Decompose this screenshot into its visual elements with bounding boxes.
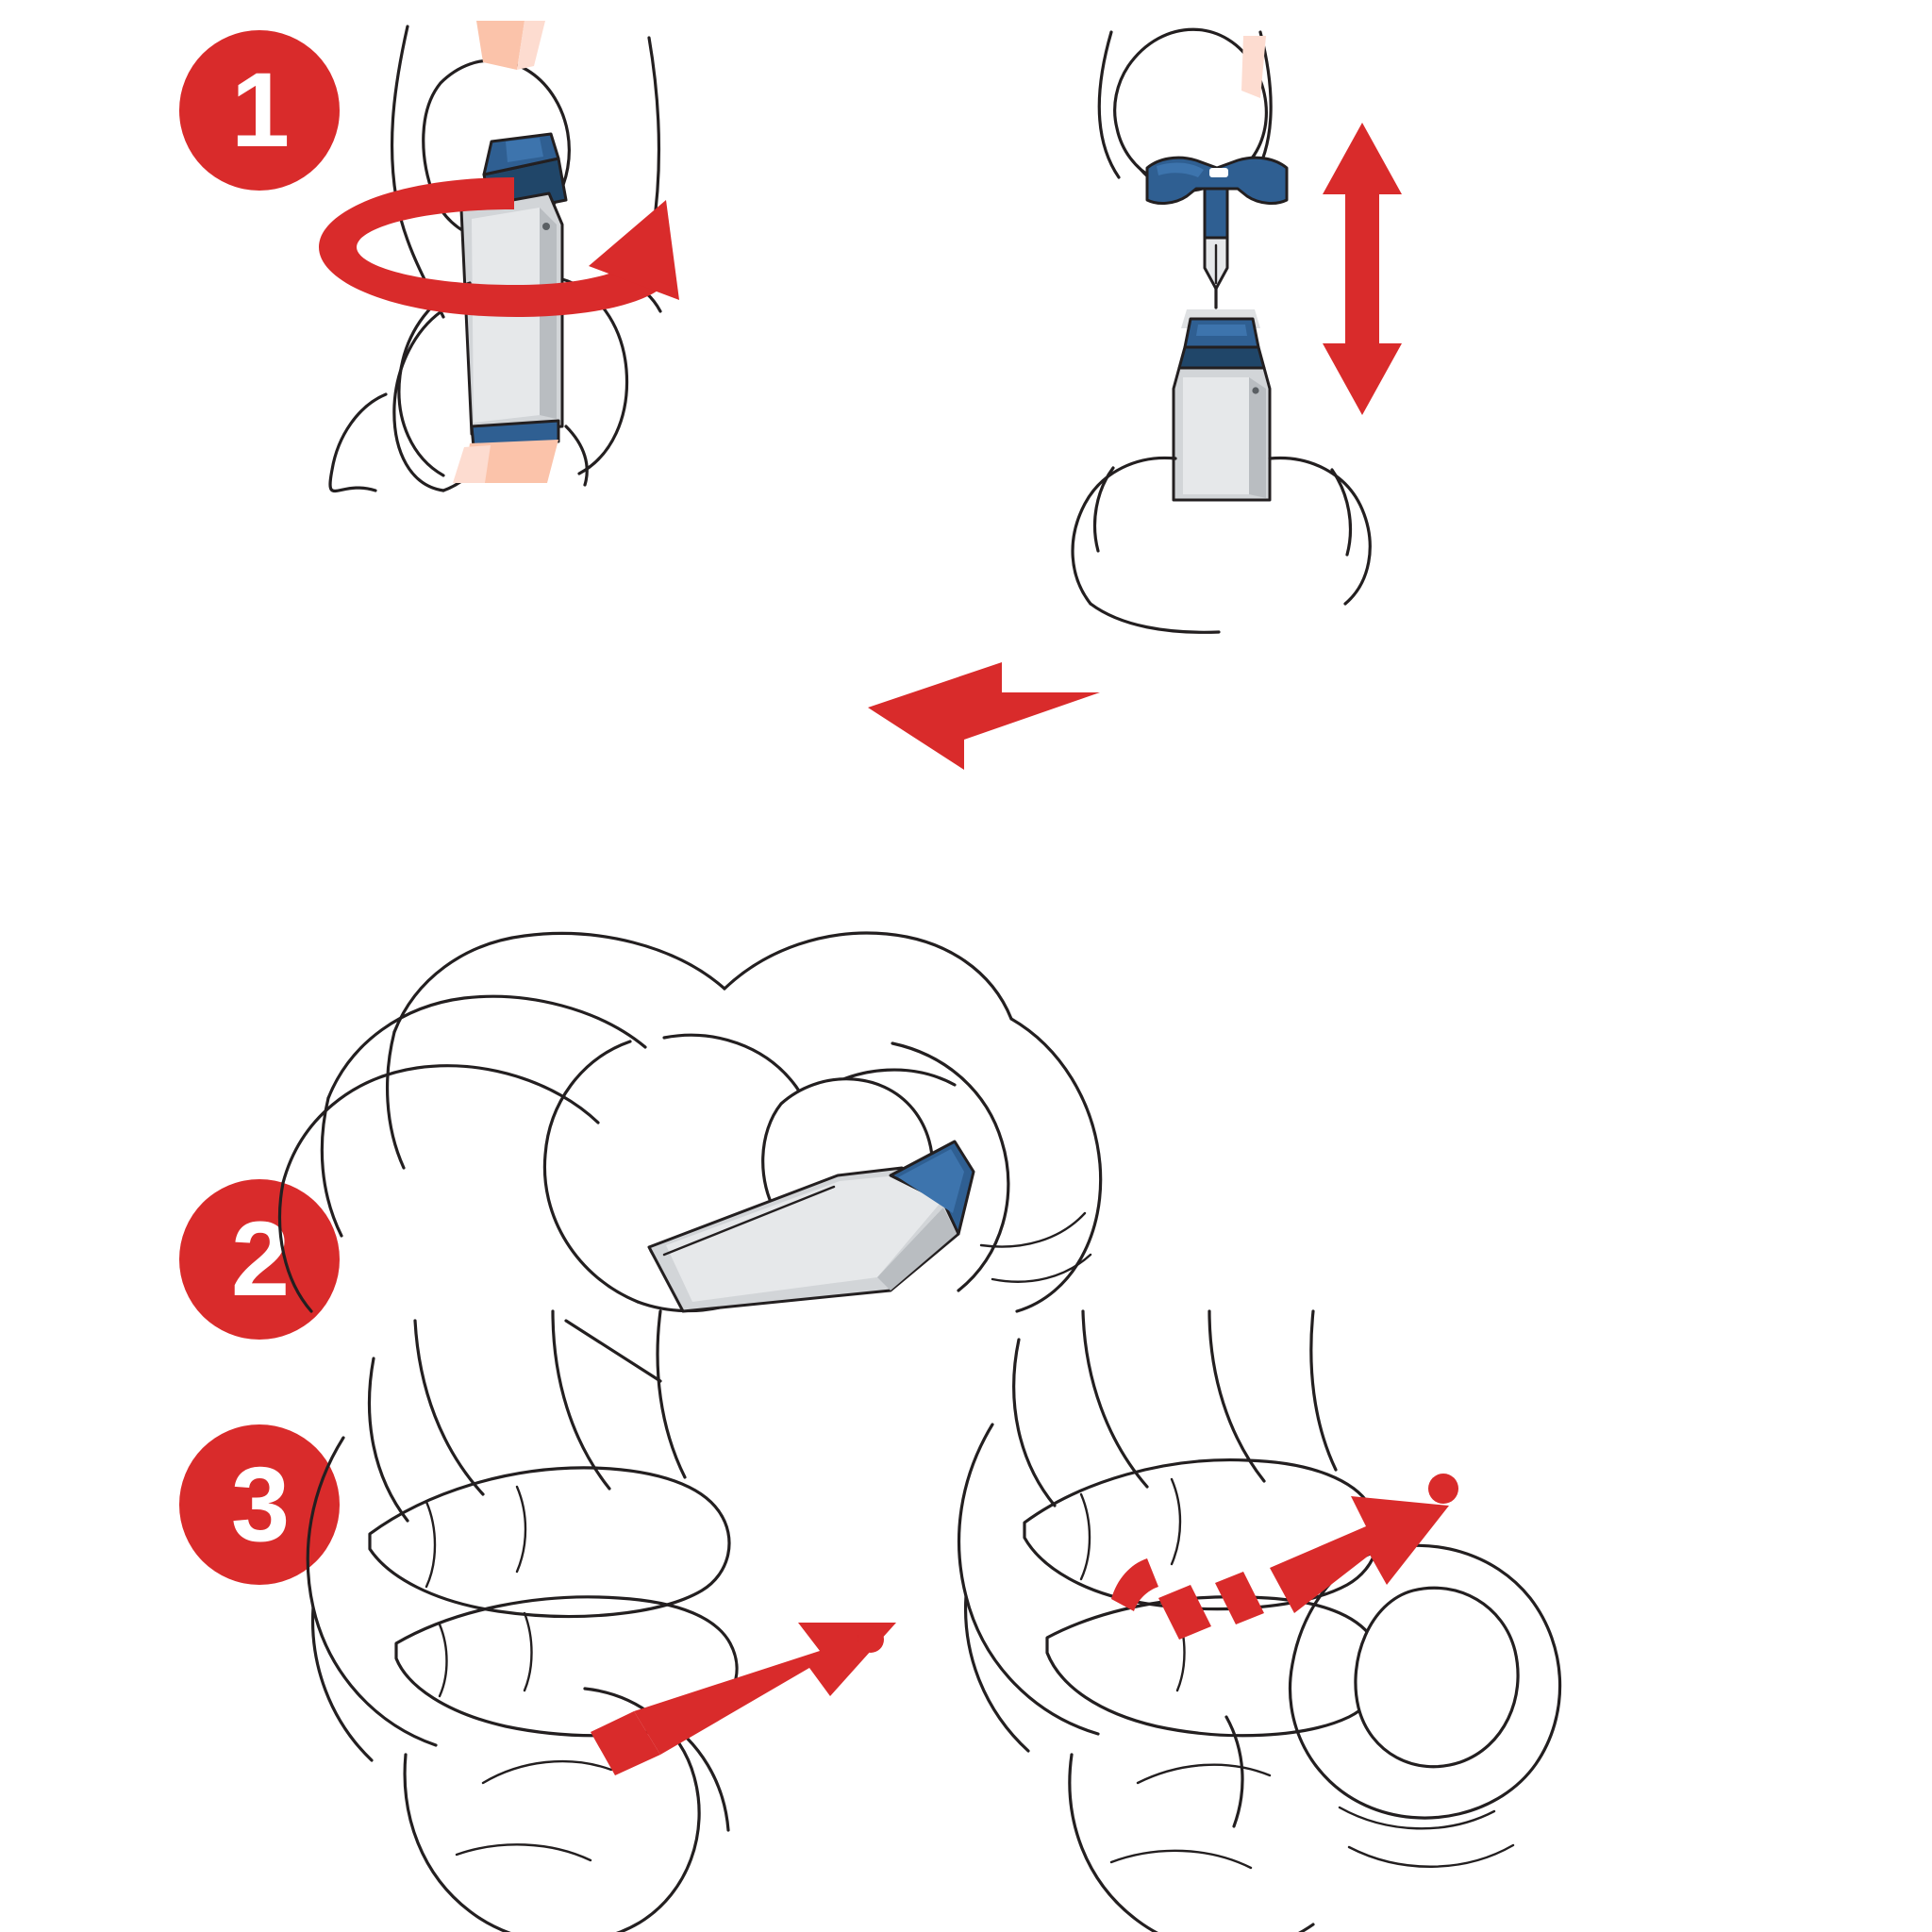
step-number-badge-3: 3 bbox=[179, 1424, 340, 1585]
hand-outline-milk bbox=[958, 1309, 1562, 1932]
press-arrow-left bbox=[868, 662, 1100, 770]
device-body-right bbox=[1172, 309, 1272, 502]
step-1-pull-illustration bbox=[1071, 27, 1402, 634]
skin-highlight-top bbox=[517, 21, 545, 70]
lancet-needle bbox=[1203, 187, 1229, 309]
skin-shade-pinch bbox=[1241, 36, 1266, 98]
finger-skin-light-left bbox=[453, 445, 491, 483]
step-3-panel: 3 bbox=[0, 1309, 1932, 1932]
step-1-panel: 1 bbox=[0, 0, 1932, 651]
step-3-squeeze-illustration bbox=[306, 1309, 896, 1932]
skin-shade-top bbox=[476, 21, 525, 70]
step-number-badge-1: 1 bbox=[179, 30, 340, 191]
squeeze-arrow-solid bbox=[591, 1623, 896, 1775]
step-3-milk-illustration bbox=[958, 1309, 1562, 1932]
lancing-device-angled bbox=[647, 1140, 975, 1313]
step-2-press-illustration bbox=[277, 662, 1103, 1313]
milk-arrow-dashed bbox=[1111, 1496, 1449, 1640]
blood-drop-left bbox=[858, 1626, 884, 1653]
step-number-badge-2: 2 bbox=[179, 1179, 340, 1340]
rotation-arrow-ring bbox=[319, 177, 679, 317]
blood-drop-right bbox=[1428, 1474, 1458, 1504]
step-1-twist-illustration bbox=[319, 21, 679, 493]
double-vertical-arrow bbox=[1323, 123, 1402, 415]
lower-hand-outline-right bbox=[1071, 456, 1372, 634]
blue-lancet-cap bbox=[1145, 156, 1289, 205]
step-2-panel: 2 bbox=[0, 651, 1932, 1340]
